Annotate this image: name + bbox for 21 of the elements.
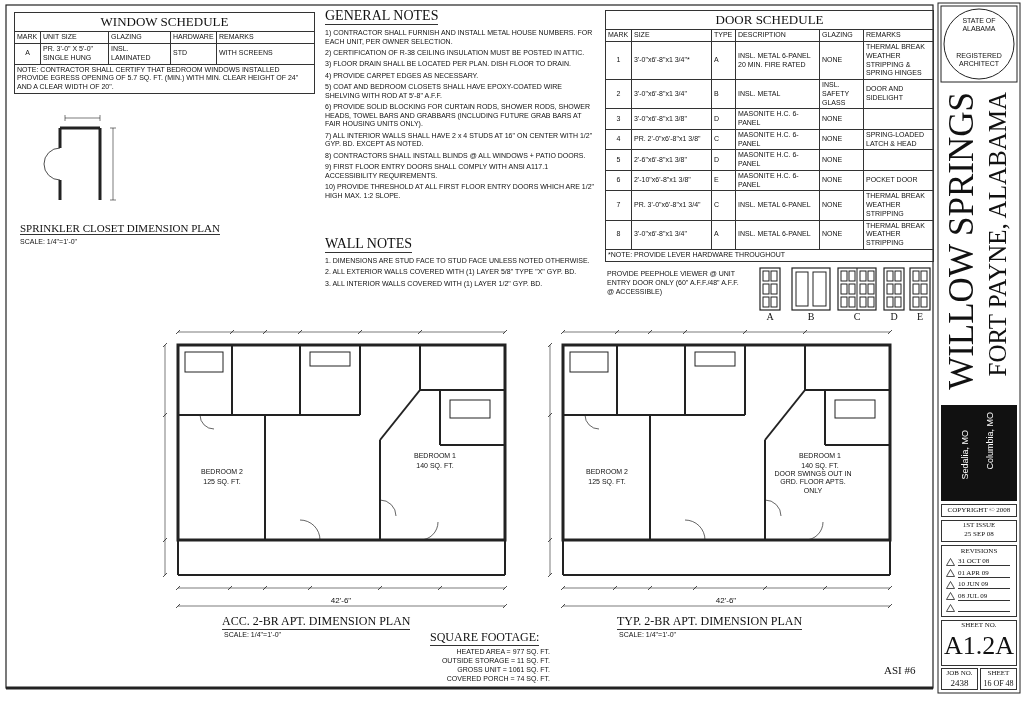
project-location: FORT PAYNE, ALABAMA <box>984 92 1012 377</box>
schedule-title: DOOR SCHEDULE <box>605 10 934 30</box>
schedule-title: WINDOW SCHEDULE <box>14 12 315 32</box>
project-title: WILLOW SPRINGS <box>942 92 982 390</box>
section-heading: SQUARE FOOTAGE: <box>430 630 540 646</box>
sheet-count: 16 OF 48 <box>982 678 1015 689</box>
door-type-letter: A <box>765 311 775 322</box>
notes-heading: GENERAL NOTES <box>325 8 439 25</box>
plan-title: SPRINKLER CLOSET DIMENSION PLAN <box>20 222 220 235</box>
revision-tag: ASI #6 <box>884 664 916 676</box>
door-type-letter: C <box>852 311 862 322</box>
office-location: Columbia, MO <box>985 412 995 470</box>
job-number: 2438 <box>949 678 970 689</box>
plan-title: TYP. 2-BR APT. DIMENSION PLAN <box>617 614 803 630</box>
plan-title: ACC. 2-BR APT. DIMENSION PLAN <box>222 614 411 630</box>
sheet-number: A1.2A <box>942 630 1016 662</box>
door-type-letter: D <box>889 311 899 322</box>
door-type-letter: E <box>915 311 925 322</box>
door-type-letter: B <box>806 311 816 322</box>
notes-heading: WALL NOTES <box>325 236 412 253</box>
office-location: Sedalia, MO <box>960 430 970 480</box>
